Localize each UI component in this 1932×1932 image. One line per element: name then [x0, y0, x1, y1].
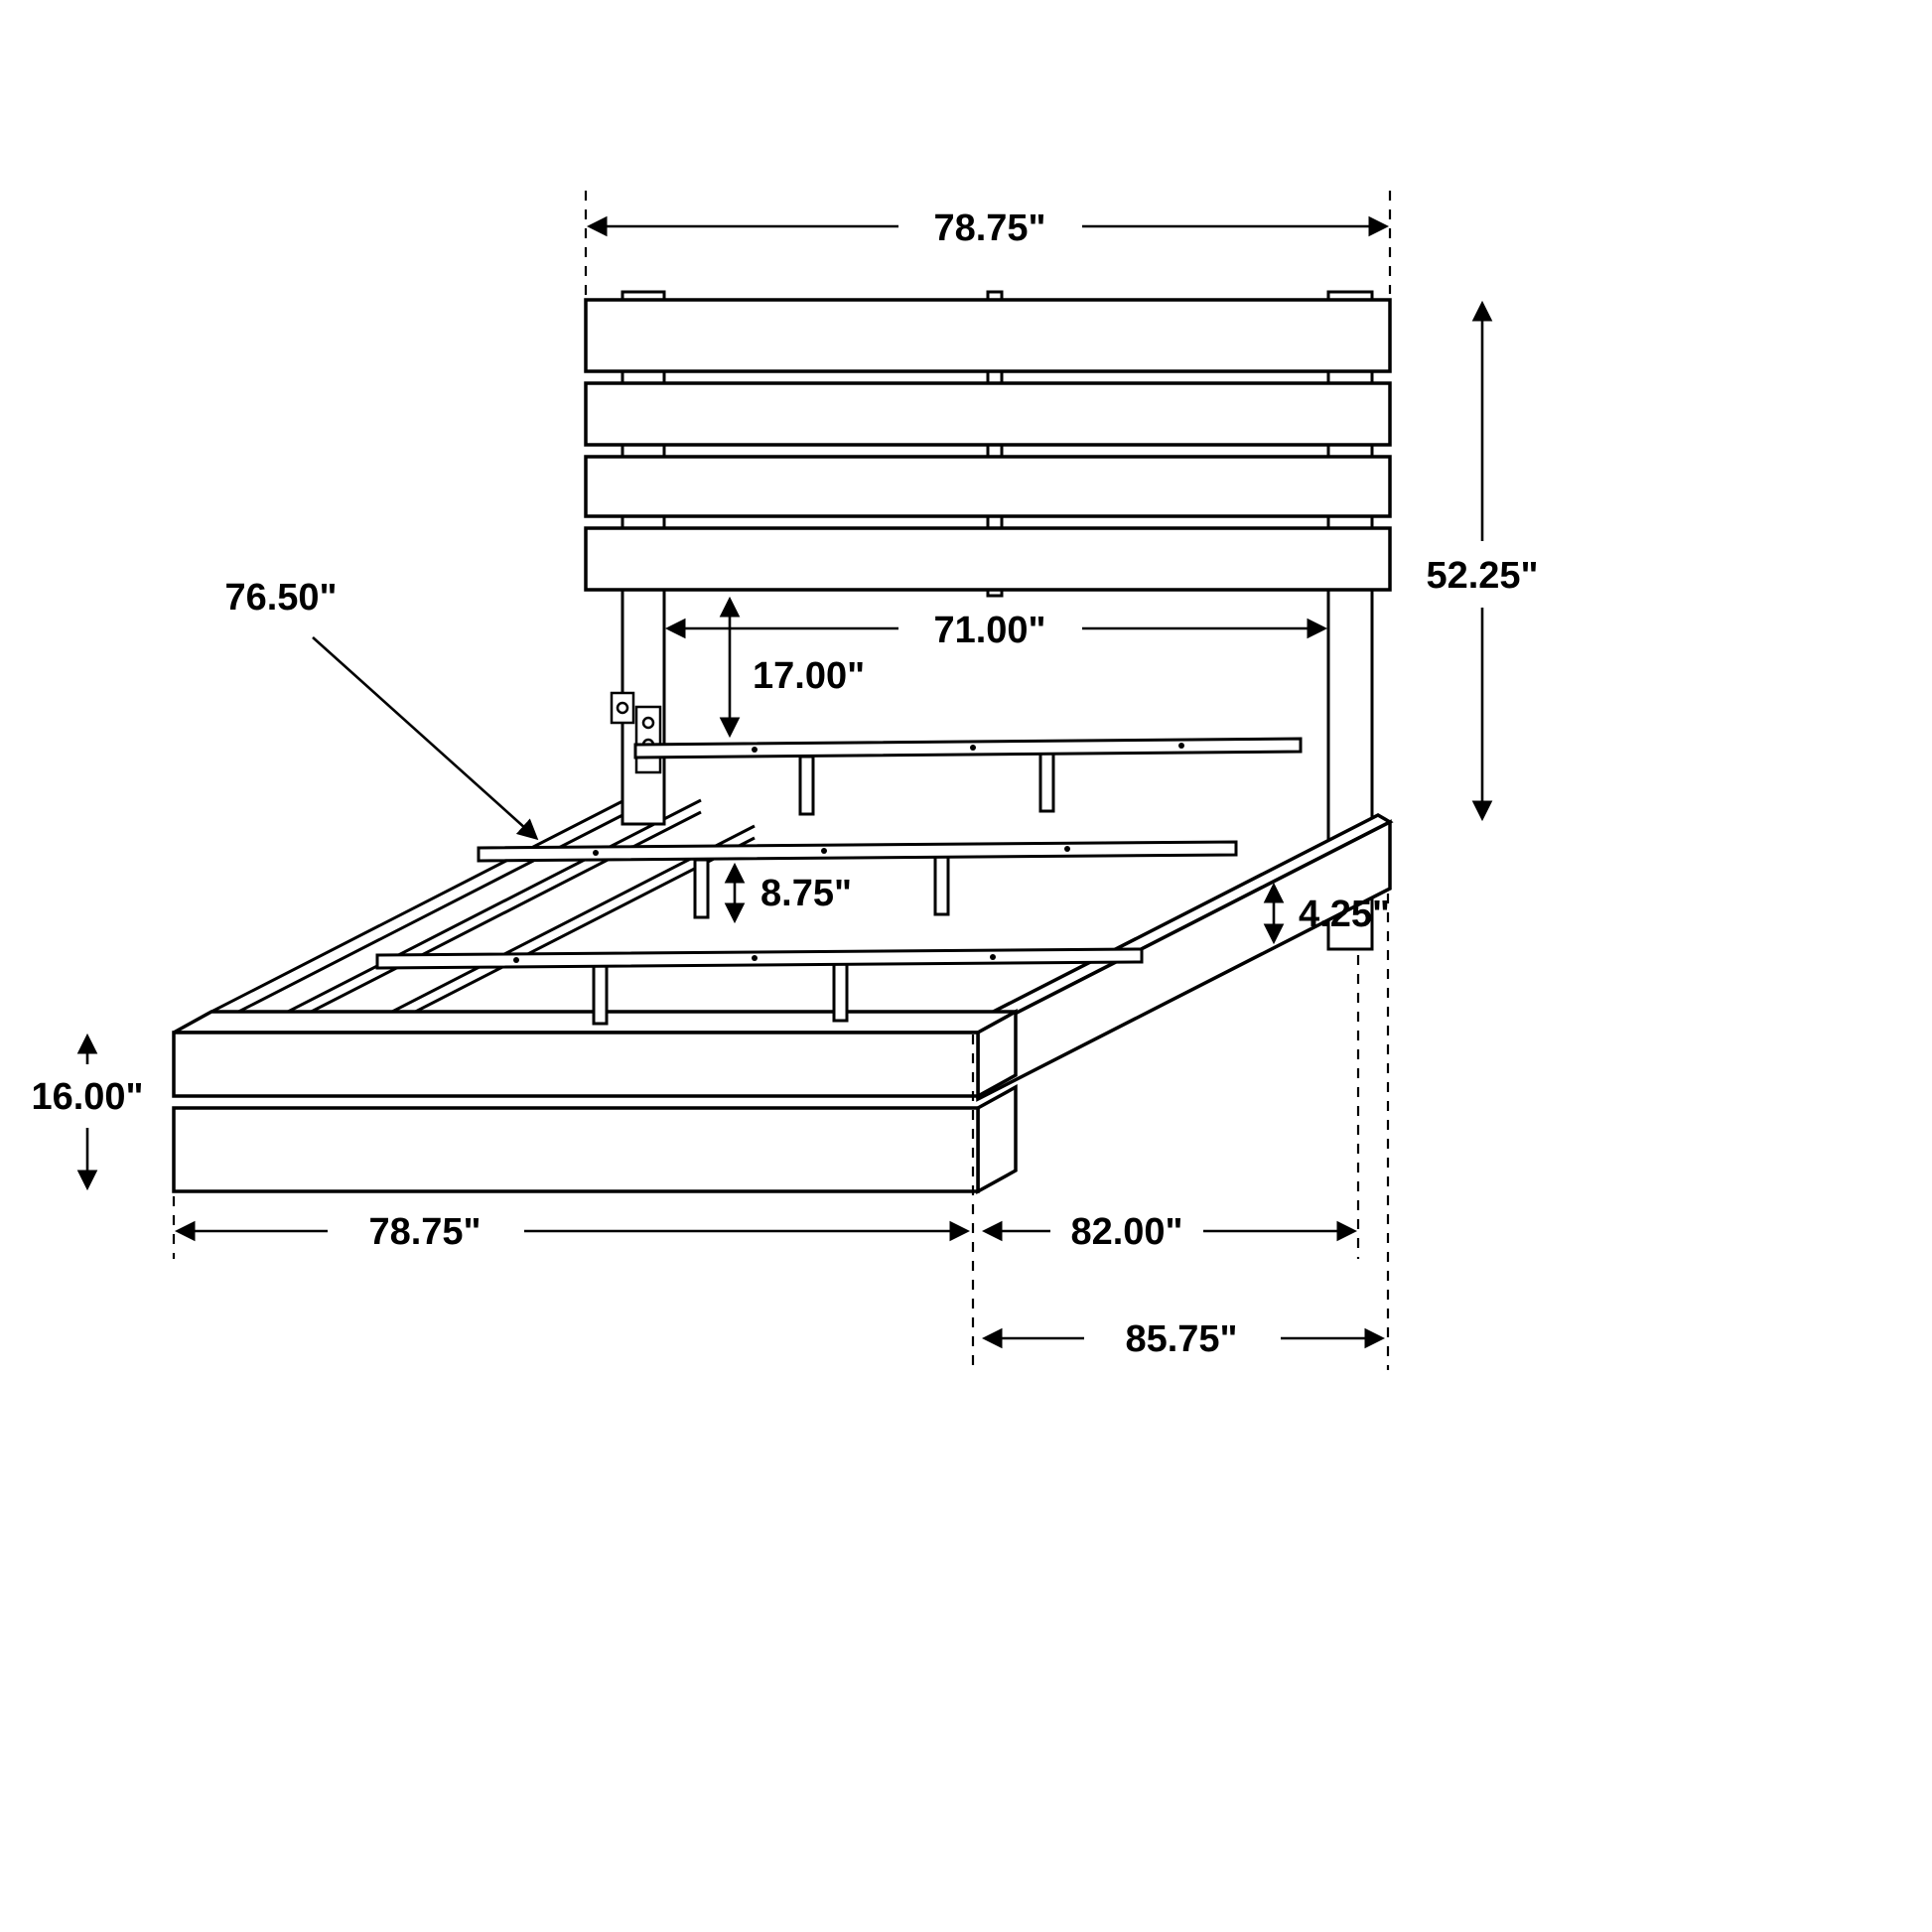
dim-support-rail-leader — [312, 636, 539, 841]
dim-clearance-width-label: 71.00" — [933, 610, 1045, 651]
side-rail — [962, 813, 1394, 1102]
screw-dot — [1178, 743, 1184, 749]
footboard-plank-bottom — [172, 1106, 980, 1193]
footboard-end-face-bottom — [976, 1084, 1018, 1194]
dim-support-rail-label: 76.50" — [224, 577, 337, 619]
support-rails — [210, 796, 756, 1028]
head-slat-leg — [798, 755, 815, 816]
dim-slat-height-label: 8.75" — [760, 873, 852, 914]
support-rail-edge — [287, 810, 702, 1026]
screw-dot — [752, 747, 758, 753]
middle-slat-leg — [693, 858, 710, 919]
support-rail-edge — [210, 810, 629, 1028]
support-rail-edge — [287, 798, 702, 1014]
headboard-slat-1 — [584, 298, 1392, 373]
support-rail-edge — [210, 796, 629, 1014]
extension-lines — [172, 191, 1392, 1370]
bracket-bolt — [616, 701, 629, 715]
dimension-arrows — [76, 215, 1493, 1349]
headboard-slat-2 — [584, 381, 1392, 447]
dim-inner-length-label: 82.00" — [1070, 1211, 1182, 1253]
head-slat — [633, 737, 1303, 759]
screw-dot — [821, 848, 827, 854]
screw-dot — [593, 850, 599, 856]
headboard-slat-3 — [584, 455, 1392, 518]
footboard — [172, 1009, 1018, 1194]
foot-slat-leg — [832, 961, 849, 1023]
screw-dot — [752, 955, 758, 961]
screw-dot — [1064, 846, 1070, 852]
screw-dot — [513, 957, 519, 963]
screw-dot — [990, 954, 996, 960]
middle-slat — [477, 840, 1238, 863]
slat-platform — [375, 737, 1303, 1026]
dim-headboard-to-slat-label: 17.00" — [753, 655, 865, 697]
dim-footboard-height-label: 16.00" — [31, 1076, 143, 1118]
screw-dots — [513, 743, 1184, 963]
dim-rail-height-label: 4.25" — [1299, 894, 1390, 935]
screw-dot — [970, 745, 976, 751]
middle-slat-leg — [933, 855, 950, 916]
dim-headboard-width-label: 78.75" — [933, 207, 1045, 249]
dim-footboard-width-label: 78.75" — [368, 1211, 481, 1253]
headboard — [584, 298, 1392, 592]
dimension-labels: 78.75" 52.25" 71.00" 17.00" 76.50" 8.75"… — [31, 207, 1538, 1360]
dim-overall-length-label: 85.75" — [1125, 1318, 1237, 1360]
foot-slat — [375, 947, 1144, 970]
head-slat-leg — [1038, 752, 1055, 813]
dim-headboard-height-label: 52.25" — [1426, 555, 1538, 597]
bracket-bolt — [641, 716, 655, 730]
footboard-plank-top — [172, 1031, 980, 1098]
foot-slat-leg — [592, 964, 609, 1026]
headboard-slat-4 — [584, 526, 1392, 592]
